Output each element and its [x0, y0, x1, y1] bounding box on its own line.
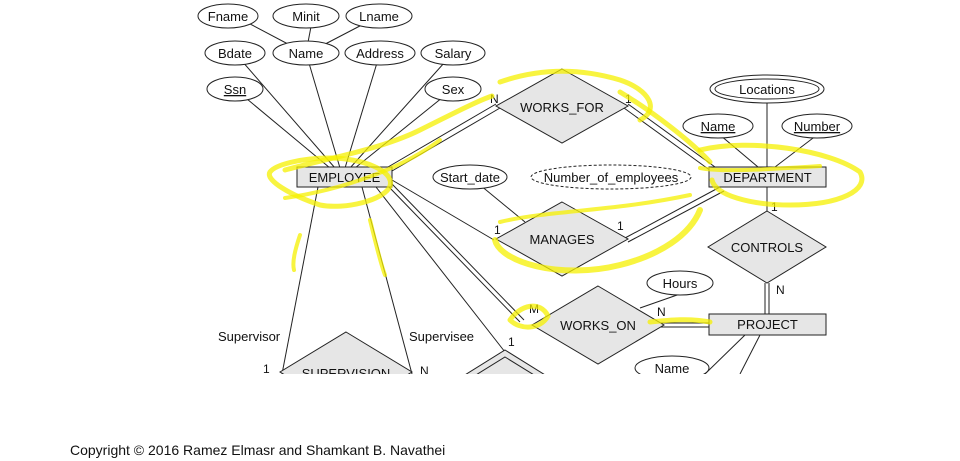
attr-sex: Sex [424, 76, 482, 102]
attr-salary: Salary [420, 40, 486, 66]
svg-text:MANAGES: MANAGES [529, 232, 594, 247]
svg-text:Start_date: Start_date [440, 170, 500, 185]
attr-lname: Lname [345, 3, 413, 29]
entity-project: PROJECT [708, 313, 827, 336]
svg-text:Locations: Locations [739, 82, 795, 97]
relationship-supervision: SUPERVISION [279, 331, 413, 381]
relationship-manages: MANAGES [494, 201, 630, 277]
card-works-for-employee: N [490, 92, 499, 106]
card-supervision-supervisor: 1 [263, 362, 270, 376]
attr-address: Address [344, 40, 416, 66]
card-controls-project: N [776, 283, 785, 297]
attr-start-date: Start_date [432, 164, 508, 190]
svg-text:Hours: Hours [663, 276, 698, 291]
svg-text:DEPARTMENT: DEPARTMENT [723, 170, 811, 185]
svg-text:SUPERVISION: SUPERVISION [302, 366, 391, 381]
svg-text:CONTROLS: CONTROLS [731, 240, 804, 255]
card-supervision-supervisee: N [420, 364, 429, 378]
attr-locations-multivalued: Locations [709, 74, 825, 104]
svg-text:WORKS_FOR: WORKS_FOR [520, 100, 604, 115]
relationship-dependents-of-partial [465, 349, 545, 374]
svg-text:Minit: Minit [292, 9, 320, 24]
svg-text:Salary: Salary [435, 46, 472, 61]
highlighter-marks [266, 68, 865, 330]
attr-fname: Fname [197, 3, 259, 29]
card-works-on-employee: M [529, 302, 539, 316]
svg-text:PROJECT: PROJECT [737, 317, 798, 332]
card-manages-employee: 1 [494, 223, 501, 237]
attr-bdate: Bdate [204, 40, 266, 66]
relationship-works-for: WORKS_FOR [494, 68, 630, 144]
svg-text:Name: Name [655, 361, 690, 376]
svg-text:Name: Name [701, 119, 736, 134]
relationship-works-on: WORKS_ON [531, 285, 665, 365]
svg-text:Fname: Fname [208, 9, 248, 24]
attr-minit: Minit [272, 3, 340, 29]
card-dependents-of-employee: 1 [508, 335, 515, 349]
svg-text:Number: Number [794, 119, 841, 134]
attr-dept-number-key: Number [781, 113, 853, 139]
attr-hours: Hours [646, 270, 714, 296]
copyright-notice: Copyright © 2016 Ramez Elmasr and Shamka… [70, 442, 446, 458]
svg-text:Number_of_employees: Number_of_employees [544, 170, 679, 185]
svg-text:Bdate: Bdate [218, 46, 252, 61]
role-supervisor: Supervisor [218, 329, 281, 344]
connector-lines [234, 15, 818, 374]
svg-text:Address: Address [356, 46, 404, 61]
relationship-controls: CONTROLS [707, 210, 827, 284]
svg-text:Name: Name [289, 46, 324, 61]
attr-name: Name [272, 40, 340, 66]
svg-text:Sex: Sex [442, 82, 465, 97]
attr-project-name-key: Name [634, 355, 710, 376]
attr-ssn-key: Ssn [206, 76, 264, 102]
attr-dept-name-key: Name [682, 113, 754, 139]
card-works-on-project: N [657, 305, 666, 319]
role-supervisee: Supervisee [409, 329, 474, 344]
svg-text:Ssn: Ssn [224, 82, 246, 97]
svg-text:WORKS_ON: WORKS_ON [560, 318, 636, 333]
svg-text:Lname: Lname [359, 9, 399, 24]
attr-number-of-employees-derived: Number_of_employees [530, 164, 692, 190]
card-manages-department: 1 [617, 219, 624, 233]
